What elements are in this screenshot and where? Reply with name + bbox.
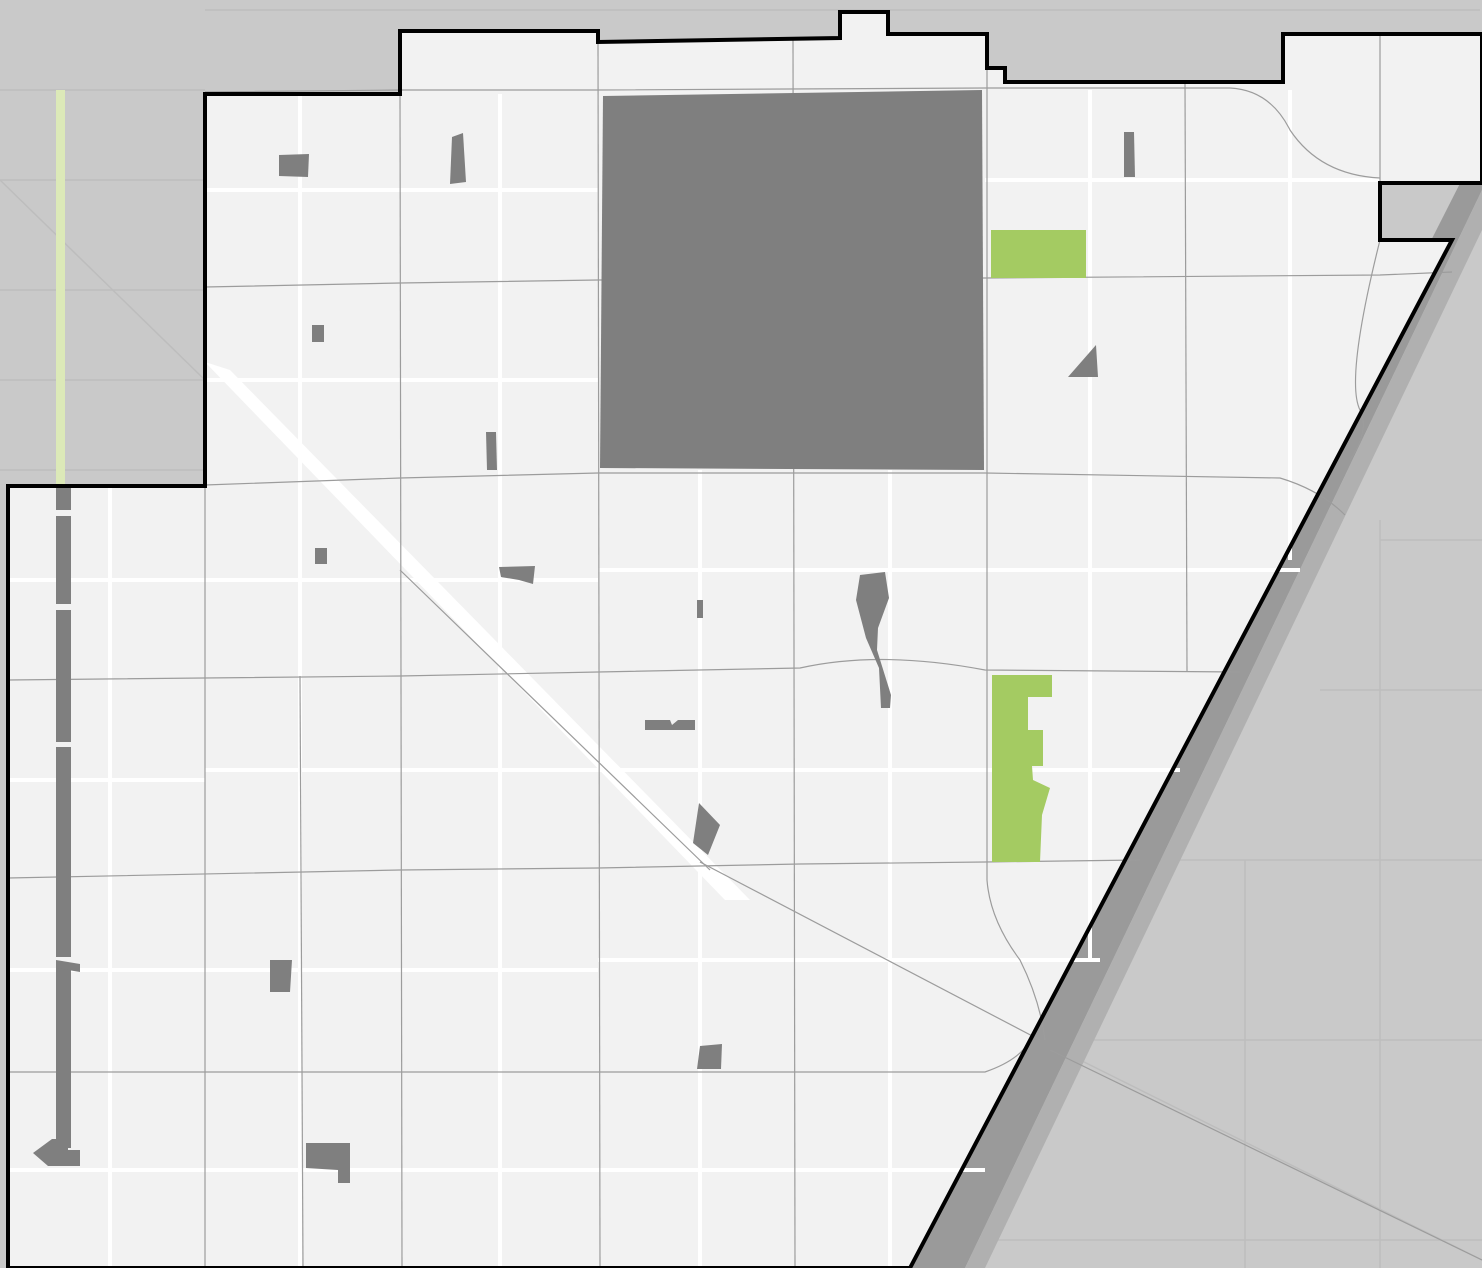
- highway-shoulder: [965, 190, 1482, 1268]
- rail-corridor: [205, 362, 750, 900]
- gray-feature: [312, 325, 324, 342]
- gray-feature: [856, 572, 891, 708]
- gray-feature: [279, 154, 309, 177]
- study-area-boundary: [6, 10, 1482, 1268]
- gray-feature: [1068, 345, 1098, 377]
- gray-feature: [486, 432, 497, 470]
- green-park: [992, 675, 1052, 862]
- gray-feature: [697, 1044, 722, 1069]
- gray-feature: [693, 803, 720, 855]
- green-features: [991, 230, 1086, 862]
- gray-feature: [1124, 132, 1135, 177]
- study-area: [8, 12, 1482, 1268]
- gray-feature: [450, 133, 466, 184]
- green-park: [991, 230, 1086, 278]
- gray-feature: [697, 600, 703, 618]
- gray-feature: [306, 1143, 350, 1183]
- gray-feature: [270, 960, 292, 992]
- gray-feature: [645, 720, 695, 730]
- linear-gray-feature: [56, 488, 80, 1166]
- gray-feature: [499, 566, 535, 584]
- large-gray-feature: [600, 90, 984, 470]
- greenway-strip: [56, 90, 65, 485]
- gray-feature: [315, 548, 327, 564]
